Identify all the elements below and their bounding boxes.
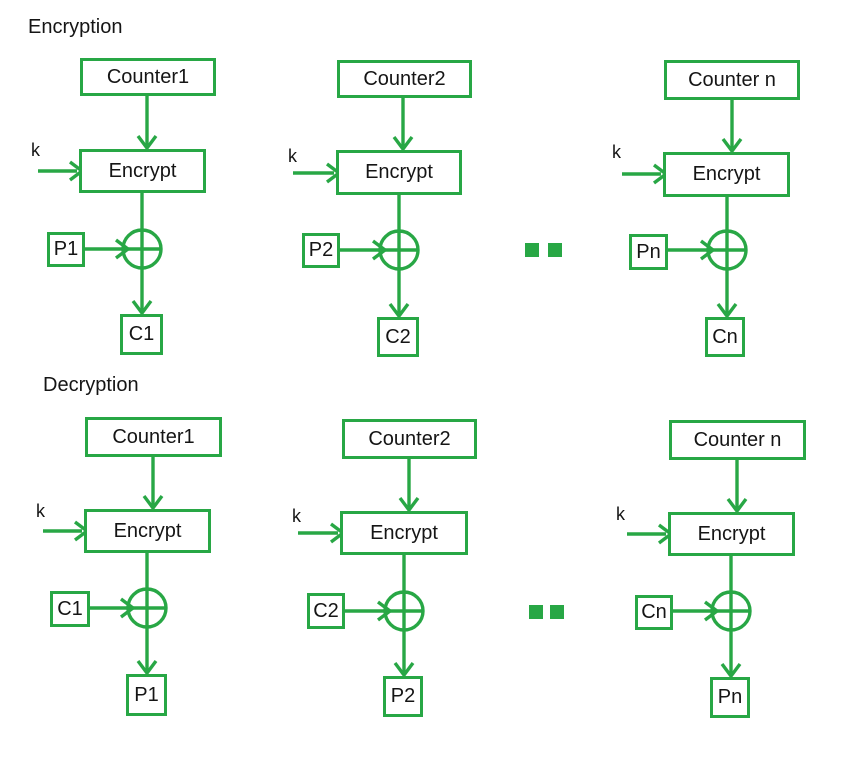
arrowhead-down-icon bbox=[131, 299, 153, 316]
key-label: k bbox=[31, 140, 40, 160]
output-box: C1 bbox=[120, 314, 163, 355]
arrowhead-down-icon bbox=[720, 662, 742, 679]
encrypt-box: Encrypt bbox=[340, 511, 468, 555]
counter-box: Counter1 bbox=[85, 417, 222, 457]
key-label: k bbox=[288, 146, 297, 166]
ellipsis-dot bbox=[529, 605, 543, 619]
arrowhead-down-icon bbox=[142, 494, 164, 511]
arrowhead-down-icon bbox=[393, 661, 415, 678]
arrowhead-down-icon bbox=[136, 134, 158, 151]
xor-circle-icon bbox=[706, 229, 748, 271]
output-box: Pn bbox=[710, 677, 750, 718]
section-title-decryption: Decryption bbox=[43, 374, 139, 396]
counter-box: Counter n bbox=[664, 60, 800, 100]
key-label: k bbox=[292, 506, 301, 526]
output-box: C2 bbox=[377, 317, 419, 357]
key-label: k bbox=[612, 142, 621, 162]
input-box: C2 bbox=[307, 593, 345, 629]
arrowhead-down-icon bbox=[726, 497, 748, 514]
input-box: P2 bbox=[302, 233, 340, 268]
input-box: Cn bbox=[635, 595, 673, 630]
counter-box: Counter2 bbox=[337, 60, 472, 98]
section-title-encryption: Encryption bbox=[28, 16, 123, 38]
ellipsis-dot bbox=[525, 243, 539, 257]
encrypt-box: Encrypt bbox=[84, 509, 211, 553]
encrypt-box: Encrypt bbox=[79, 149, 206, 193]
output-box: P2 bbox=[383, 676, 423, 717]
arrowhead-down-icon bbox=[392, 135, 414, 152]
encrypt-box: Encrypt bbox=[668, 512, 795, 556]
input-box: P1 bbox=[47, 232, 85, 267]
arrowhead-right-icon bbox=[371, 239, 388, 261]
arrowhead-down-icon bbox=[388, 302, 410, 319]
output-box: P1 bbox=[126, 674, 167, 716]
arrowhead-right-icon bbox=[119, 597, 136, 619]
arrowhead-down-icon bbox=[136, 659, 158, 676]
input-box: Pn bbox=[629, 234, 668, 270]
ellipsis-dot bbox=[550, 605, 564, 619]
xor-circle-icon bbox=[383, 590, 425, 632]
arrowhead-down-icon bbox=[716, 302, 738, 319]
xor-circle-icon bbox=[121, 228, 163, 270]
key-label: k bbox=[36, 501, 45, 521]
encrypt-box: Encrypt bbox=[663, 152, 790, 197]
counter-box: Counter2 bbox=[342, 419, 477, 459]
arrowhead-right-icon bbox=[703, 600, 720, 622]
arrowhead-right-icon bbox=[376, 600, 393, 622]
counter-box: Counter1 bbox=[80, 58, 216, 96]
xor-circle-icon bbox=[378, 229, 420, 271]
arrowhead-right-icon bbox=[699, 239, 716, 261]
arrowhead-down-icon bbox=[398, 496, 420, 513]
key-label: k bbox=[616, 504, 625, 524]
arrowhead-down-icon bbox=[721, 137, 743, 154]
xor-circle-icon bbox=[126, 587, 168, 629]
arrowhead-right-icon bbox=[114, 238, 131, 260]
encrypt-box: Encrypt bbox=[336, 150, 462, 195]
input-box: C1 bbox=[50, 591, 90, 627]
ellipsis-dot bbox=[548, 243, 562, 257]
xor-circle-icon bbox=[710, 590, 752, 632]
output-box: Cn bbox=[705, 317, 745, 357]
counter-box: Counter n bbox=[669, 420, 806, 460]
